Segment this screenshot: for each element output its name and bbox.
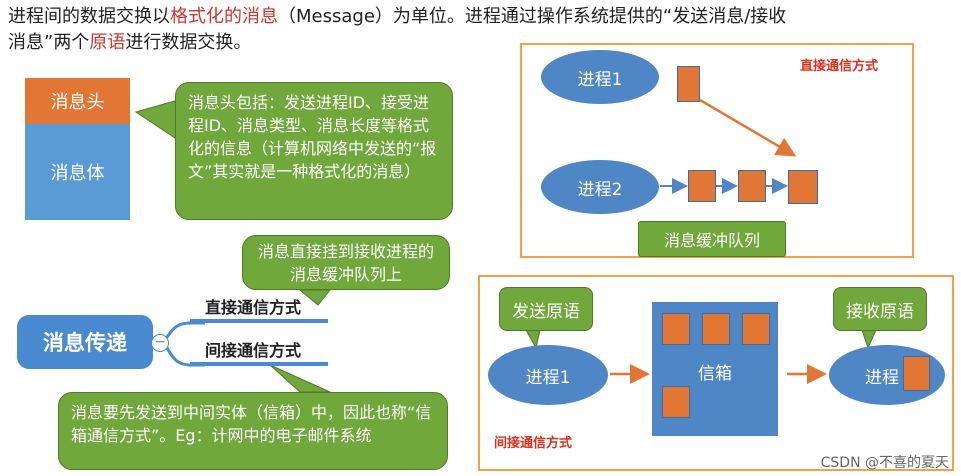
- header-info-callout: 消息头包括：发送进程ID、接受进程ID、消息类型、消息长度等格式化的信息（计算机…: [175, 82, 453, 220]
- send-primitive-label: 发送原语: [499, 287, 593, 331]
- direct-send-arrow: [699, 98, 797, 157]
- receive-primitive-label: 接收原语: [833, 287, 927, 331]
- mailbox-message-3: [742, 313, 770, 345]
- message-header-block: 消息头: [25, 78, 130, 124]
- direct-process-1-ellipse: 进程1: [541, 50, 659, 104]
- mailbox-message-2: [702, 313, 730, 345]
- queue-item-3: [788, 170, 818, 204]
- queue-item-2: [738, 170, 766, 202]
- intro-part1: 进程间的数据交换以: [8, 6, 170, 27]
- watermark: CSDN @不喜的夏天: [820, 455, 949, 471]
- indirect-communication-frame: [478, 275, 954, 471]
- branch-label-direct[interactable]: 直接通信方式: [205, 298, 302, 317]
- intro-text: 进程间的数据交换以格式化的消息（Message）为单位。进程通过操作系统提供的“…: [8, 4, 888, 56]
- branch-line-indirect: [190, 362, 328, 366]
- queue-item-1: [688, 170, 716, 202]
- collapse-toggle-button[interactable]: −: [151, 334, 169, 352]
- message-body-block: 消息体: [25, 124, 130, 220]
- branch-line-direct: [190, 319, 328, 323]
- direct-message-square: [677, 66, 700, 102]
- message-passing-node[interactable]: 消息传递: [17, 315, 153, 369]
- intro-highlight-primitive: 原语: [89, 32, 126, 53]
- mailbox-message-4: [662, 386, 690, 418]
- mailbox-message-1: [662, 313, 690, 345]
- indirect-sender-process-ellipse: 进程1: [488, 345, 608, 405]
- indirect-frame-title: 间接通信方式: [494, 436, 573, 451]
- callout-2-pointer: [298, 289, 332, 306]
- message-queue-label: 消息缓冲队列: [638, 221, 786, 257]
- mailbox-label: 信箱: [698, 364, 732, 384]
- intro-part2: （Message）为单位。进程通过操作系统提供的“发送消息/接收: [278, 6, 787, 27]
- direct-note-callout: 消息直接挂到接收进程的消息缓冲队列上: [242, 235, 450, 290]
- indirect-note-callout: 消息要先发送到中间实体（信箱）中，因此也称“信箱通信方式”。Eg：计网中的电子邮…: [58, 392, 448, 470]
- intro-part3: 消息”两个: [8, 32, 90, 53]
- direct-communication-frame: [520, 43, 914, 258]
- direct-frame-title: 直接通信方式: [800, 59, 879, 74]
- branch-label-indirect[interactable]: 间接通信方式: [205, 341, 302, 360]
- direct-process-2-ellipse: 进程2: [541, 160, 659, 214]
- intro-highlight-formatted-message: 格式化的消息: [170, 6, 278, 27]
- intro-part4: 进行数据交换。: [125, 32, 252, 53]
- received-message-square: [903, 356, 930, 391]
